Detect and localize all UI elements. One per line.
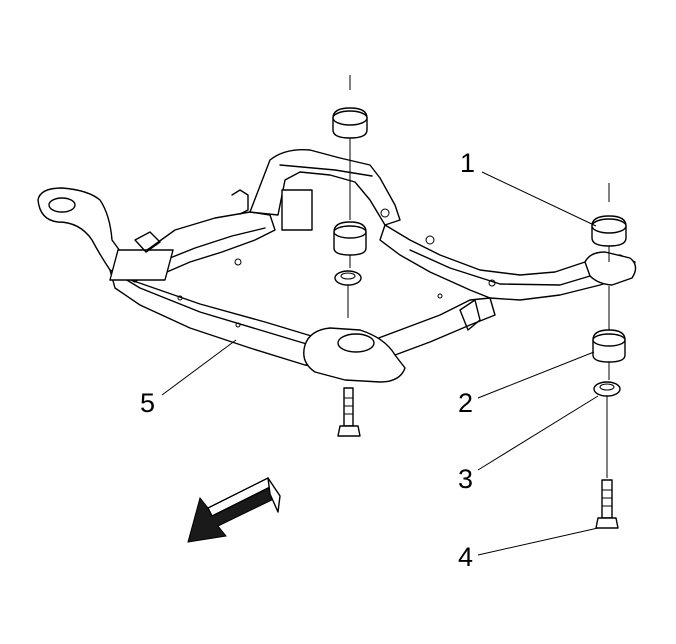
right-mount-stack [591, 183, 627, 529]
leader-lines [161, 171, 599, 556]
callout-2: 2 [458, 388, 473, 418]
center-mount-stack [332, 75, 368, 437]
frame-cradle [37, 149, 637, 383]
callout-5: 5 [140, 388, 155, 418]
callout-3: 3 [458, 464, 473, 494]
callout-4: 4 [458, 542, 473, 572]
front-direction-arrow-icon [187, 477, 281, 543]
callout-1: 1 [460, 148, 475, 178]
